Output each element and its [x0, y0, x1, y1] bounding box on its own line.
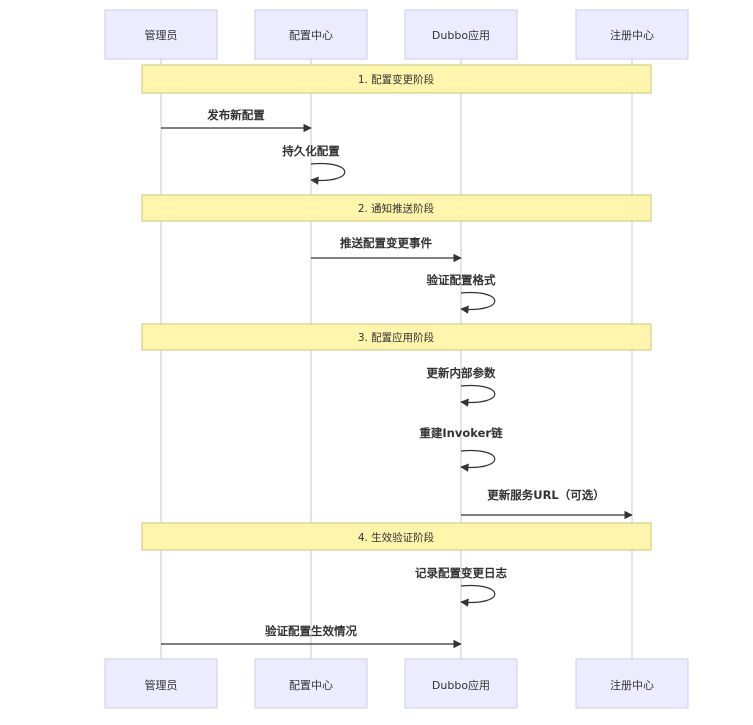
message-rebuild-invoker: 重建Invoker链: [419, 426, 503, 472]
message-label: 推送配置变更事件: [340, 236, 432, 250]
actor-label: 配置中心: [289, 679, 333, 692]
actor-top-admin: 管理员: [104, 9, 218, 60]
message-label: 更新服务URL（可选）: [487, 488, 605, 502]
actor-label: Dubbo应用: [432, 678, 490, 692]
message-log-change: 记录配置变更日志: [415, 566, 507, 607]
actor-label: 注册中心: [610, 678, 654, 692]
actor-label: Dubbo应用: [432, 28, 490, 42]
note-phase-3: 3. 配置应用阶段: [141, 323, 652, 351]
message-label: 验证配置格式: [427, 273, 496, 287]
message-verify-effect: 验证配置生效情况: [161, 624, 462, 649]
note-text: 4. 生效验证阶段: [358, 531, 435, 544]
message-push-change-event: 推送配置变更事件: [311, 236, 462, 263]
message-label: 发布新配置: [206, 108, 265, 122]
message-publish-config: 发布新配置: [161, 108, 312, 133]
actor-bottom-config-center: 配置中心: [254, 658, 368, 709]
actor-label: 管理员: [145, 28, 178, 42]
actor-label: 管理员: [145, 678, 178, 692]
actor-label: 配置中心: [289, 29, 333, 42]
note-phase-2: 2. 通知推送阶段: [141, 194, 652, 222]
note-text: 2. 通知推送阶段: [358, 202, 435, 215]
note-text: 3. 配置应用阶段: [358, 331, 435, 344]
actor-bottom-dubbo-app: Dubbo应用: [404, 658, 518, 709]
message-persist-config: 持久化配置: [282, 144, 346, 185]
actor-bottom-admin: 管理员: [104, 658, 218, 709]
message-label: 更新内部参数: [427, 366, 496, 380]
message-validate-format: 验证配置格式: [427, 273, 496, 314]
actor-top-dubbo-app: Dubbo应用: [404, 9, 518, 60]
message-update-service-url: 更新服务URL（可选）: [461, 488, 633, 520]
actor-top-registry: 注册中心: [575, 9, 689, 60]
note-phase-4: 4. 生效验证阶段: [141, 522, 652, 551]
message-label: 重建Invoker链: [419, 426, 503, 440]
actor-bottom-registry: 注册中心: [575, 658, 689, 709]
message-label: 记录配置变更日志: [415, 566, 507, 580]
note-text: 1. 配置变更阶段: [358, 73, 435, 86]
message-update-params: 更新内部参数: [427, 366, 496, 407]
actor-label: 注册中心: [610, 28, 654, 42]
message-label: 验证配置生效情况: [265, 624, 357, 638]
actor-top-config-center: 配置中心: [254, 9, 368, 60]
message-label: 持久化配置: [282, 144, 340, 158]
note-phase-1: 1. 配置变更阶段: [141, 64, 652, 94]
